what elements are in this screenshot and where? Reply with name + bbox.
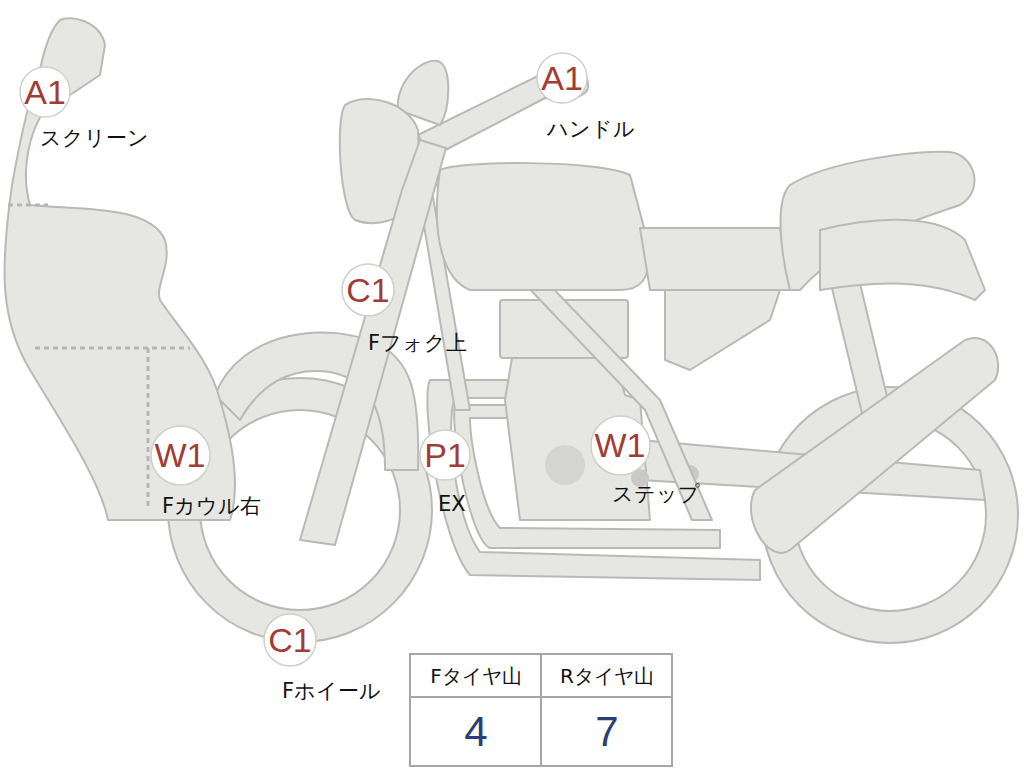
table-cell: 4 bbox=[412, 699, 540, 765]
callout-circle: C1Fフォク上 bbox=[341, 263, 395, 317]
callout-number: W1 bbox=[590, 415, 651, 476]
table-cell: 7 bbox=[543, 699, 671, 765]
callout-number: P1 bbox=[419, 429, 471, 481]
callout-circle: C1Fホイール bbox=[263, 613, 317, 667]
table-value: 4 bbox=[464, 708, 487, 756]
callout-number: C1 bbox=[263, 613, 317, 667]
part-name: ステップ bbox=[612, 480, 700, 508]
part-name: スクリーン bbox=[40, 124, 149, 152]
table-header: Fタイヤ山 bbox=[430, 663, 522, 690]
callout-circle: W1ステップ bbox=[590, 415, 651, 476]
callout-number: A1 bbox=[536, 52, 588, 104]
table-header: Rタイヤ山 bbox=[560, 663, 654, 690]
table-cell: Rタイヤ山 bbox=[543, 656, 671, 696]
callout-circle: A1ハンドル bbox=[536, 52, 588, 104]
table-cell: Fタイヤ山 bbox=[412, 656, 540, 696]
callout-circle: P1EX bbox=[419, 429, 471, 481]
callout-number: A1 bbox=[19, 66, 71, 118]
part-name: Fカウル右 bbox=[162, 492, 261, 520]
part-name: EX bbox=[438, 492, 466, 516]
part-name: Fフォク上 bbox=[368, 329, 467, 357]
tyre-table-grid bbox=[410, 654, 672, 766]
table-value: 7 bbox=[595, 708, 618, 756]
part-name: ハンドル bbox=[547, 115, 635, 143]
callout-number: C1 bbox=[341, 263, 395, 317]
callout-number: W1 bbox=[150, 425, 211, 486]
part-name: Fホイール bbox=[282, 677, 381, 705]
callout-circle: W1Fカウル右 bbox=[150, 425, 211, 486]
callout-circle: A1スクリーン bbox=[19, 66, 71, 118]
